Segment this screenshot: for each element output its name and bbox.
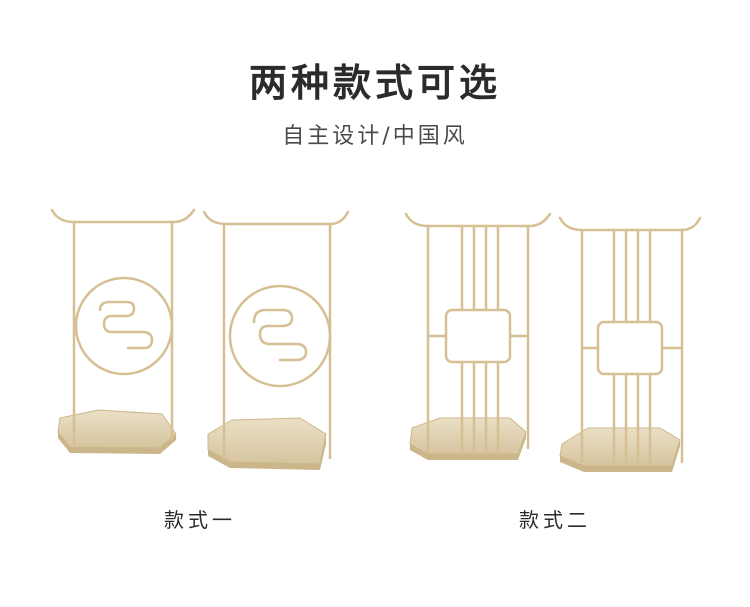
style-one-label: 款式一 (164, 508, 236, 532)
style-two-label: 款式二 (519, 508, 591, 532)
page-subtitle: 自主设计/中国风 (282, 124, 468, 149)
style1-stand-right (202, 210, 350, 470)
style2-stand-left (404, 212, 552, 460)
style1-stand-left (50, 208, 196, 454)
style2-stand-right (558, 216, 702, 472)
page-title: 两种款式可选 (248, 61, 501, 105)
